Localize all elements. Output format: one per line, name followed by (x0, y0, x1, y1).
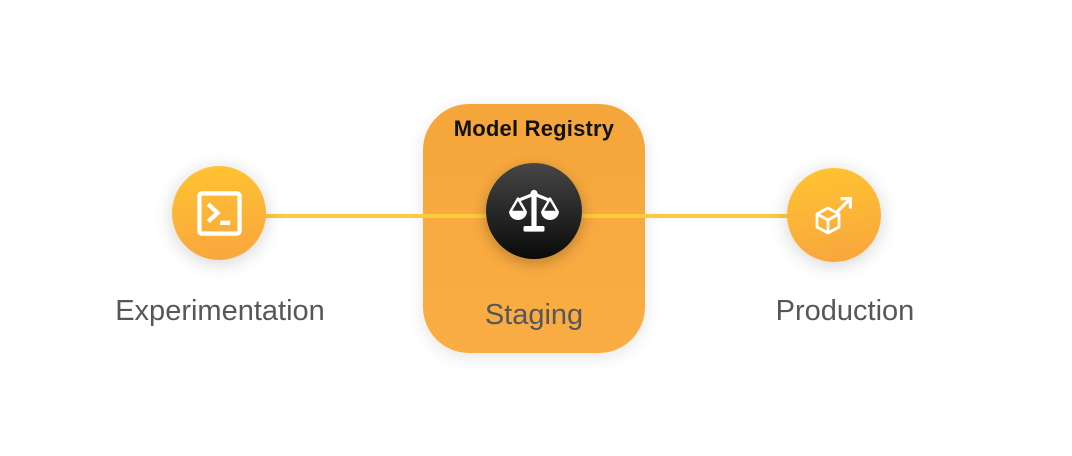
production-node (787, 168, 881, 262)
cube-deploy-icon (815, 197, 852, 235)
model-registry-title: Model Registry (453, 116, 615, 141)
balance-scale-icon (509, 189, 559, 232)
staging-label: Staging (484, 299, 584, 331)
experimentation-node (172, 166, 266, 260)
model-registry-card: Model Registry Staging (423, 104, 645, 353)
production-label: Production (775, 295, 915, 327)
experimentation-label: Experimentation (115, 295, 325, 327)
terminal-icon (196, 190, 242, 236)
staging-badge (486, 163, 582, 259)
